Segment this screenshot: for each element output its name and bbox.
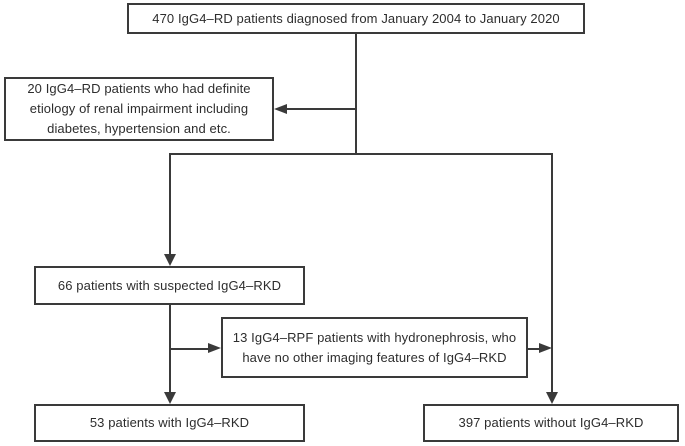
node-excluded-text-line2: etiology of renal impairment including [29,101,249,116]
node-without-rkd: 397 patients without IgG4–RKD [423,404,679,442]
node-excluded-definite-etiology: 20 IgG4–RD patients who had definite eti… [4,77,274,141]
node-total-patients-text: 470 IgG4–RD patients diagnosed from Janu… [152,10,560,26]
node-total-patients: 470 IgG4–RD patients diagnosed from Janu… [127,3,585,34]
arrowhead-down-to-without-rkd [546,392,558,404]
connector-left-branch-line [169,153,171,254]
node-rpf-text-line2: have no other imaging features of IgG4–R… [242,349,507,365]
connector-to-rpf-line [170,348,208,350]
arrowhead-left-to-excluded [274,104,287,114]
connector-split-horizontal-line [169,153,553,155]
node-rpf-hydronephrosis: 13 IgG4–RPF patients with hydronephrosis… [221,317,528,378]
node-with-rkd-text: 53 patients with IgG4–RKD [89,415,250,430]
arrowhead-right-to-rpf [208,343,221,353]
connector-rpf-to-right-branch-line [528,348,540,350]
node-excluded-text-line1: 20 IgG4–RD patients who had definite [27,81,251,96]
node-suspected-rkd-text: 66 patients with suspected IgG4–RKD [57,277,282,293]
node-without-rkd-text: 397 patients without IgG4–RKD [458,415,644,430]
node-suspected-rkd: 66 patients with suspected IgG4–RKD [34,266,305,305]
arrowhead-down-to-with-rkd [164,392,176,404]
node-with-rkd: 53 patients with IgG4–RKD [34,404,305,442]
node-rpf-text-line1: 13 IgG4–RPF patients with hydronephrosis… [232,329,517,345]
connector-total-down-line [355,34,357,154]
arrowhead-right-from-rpf [539,343,552,353]
node-excluded-text-line3: diabetes, hypertension and etc. [47,121,231,136]
arrowhead-down-to-suspected [164,254,176,266]
connector-to-excluded-line [284,108,357,110]
connector-right-branch-line [551,153,553,392]
